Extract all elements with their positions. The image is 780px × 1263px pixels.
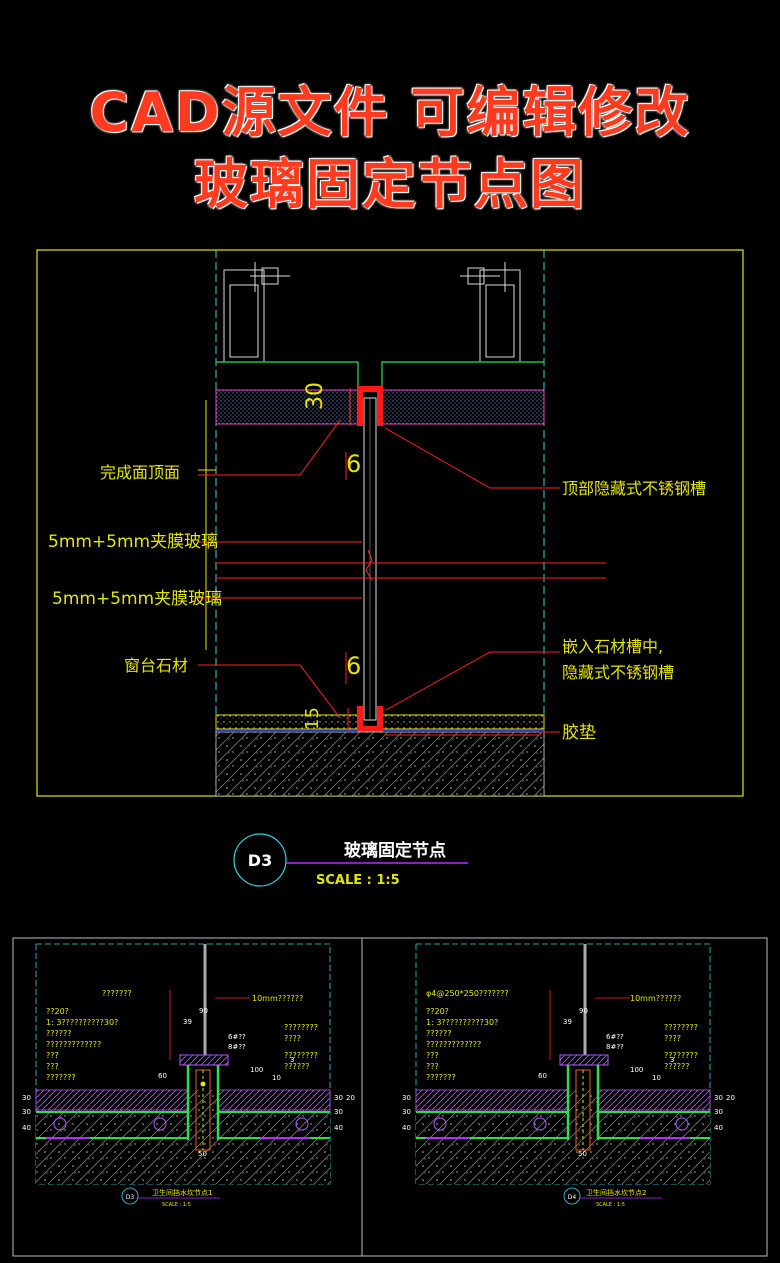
left-dim-14: 30 xyxy=(334,1108,343,1116)
right-note-5: ??? xyxy=(426,1051,439,1060)
right-dim-15: 40 xyxy=(714,1124,723,1132)
left-dim-11: 40 xyxy=(22,1124,31,1132)
right-dim-0: 90 xyxy=(579,1007,588,1015)
left-dim-7: 3 xyxy=(290,1056,294,1064)
label-rubber-pad: 胶垫 xyxy=(562,723,596,743)
right-dim-9: 30 xyxy=(402,1094,411,1102)
left-dim-12: 30 xyxy=(334,1094,343,1102)
right-dim-6: 10 xyxy=(652,1074,661,1082)
right-right-note-2: ???????? xyxy=(664,1051,698,1060)
left-dim-5: 100 xyxy=(250,1066,263,1074)
right-right-note-0: ???????? xyxy=(664,1023,698,1032)
header-title-line2: 玻璃固定节点图 xyxy=(194,153,586,216)
left-dim-1: 39 xyxy=(183,1018,192,1026)
main-title-scale: SCALE : 1:5 xyxy=(316,873,400,888)
left-note-1: ??20? xyxy=(46,1007,69,1016)
main-frame xyxy=(36,249,744,797)
label-glass-upper: 5mm+5mm夹膜玻璃 xyxy=(48,532,218,552)
right-dim-11: 40 xyxy=(402,1124,411,1132)
left-dim-15: 40 xyxy=(334,1124,343,1132)
label-embed-1: 嵌入石材槽中, xyxy=(562,637,663,656)
right-note-6: ??? xyxy=(426,1062,439,1071)
dim-30: 30 xyxy=(303,382,328,410)
right-title-name: 卫生间挡水坎节点2 xyxy=(586,1188,646,1197)
left-dim-13: 20 xyxy=(346,1094,355,1102)
left-right-note-0: ???????? xyxy=(284,1023,318,1032)
main-title-badge-text: D3 xyxy=(248,851,272,870)
bottom-frame xyxy=(12,937,768,1257)
left-right-note-3: ?????? xyxy=(284,1062,309,1071)
left-dim-2: 6#?? xyxy=(228,1033,246,1041)
left-note-6: ??? xyxy=(46,1062,59,1071)
right-dim-1: 39 xyxy=(563,1018,572,1026)
right-dim-8: 50 xyxy=(578,1150,587,1158)
bottom-channel xyxy=(357,706,383,732)
ceiling-board-right xyxy=(381,389,545,425)
main-title-name: 玻璃固定节点 xyxy=(344,840,446,861)
left-steel-bracket xyxy=(223,262,290,363)
label-sill-stone: 窗台石材 xyxy=(124,656,188,675)
left-note-3: ?????? xyxy=(46,1029,71,1038)
ceiling-board-left xyxy=(215,389,359,425)
right-note-2: 1: 3??????????30? xyxy=(426,1018,498,1027)
sill-stone-right xyxy=(381,714,545,730)
left-dim-8: 50 xyxy=(198,1150,207,1158)
left-note-5: ??? xyxy=(46,1051,59,1060)
left-note-7: ??????? xyxy=(46,1073,76,1082)
right-note-1: ??20? xyxy=(426,1007,449,1016)
dim-6-top: 6 xyxy=(346,450,361,478)
right-dim-5: 100 xyxy=(630,1066,643,1074)
left-dim-6: 10 xyxy=(272,1074,281,1082)
label-embed-2: 隐藏式不锈钢槽 xyxy=(562,663,674,682)
right-dim-4: 60 xyxy=(538,1072,547,1080)
right-dim-7: 3 xyxy=(670,1056,674,1064)
left-right-note-1: ???? xyxy=(284,1034,301,1043)
right-callout-top: 10mm?????? xyxy=(630,994,681,1003)
right-right-note-3: ?????? xyxy=(664,1062,689,1071)
right-dim-10: 30 xyxy=(402,1108,411,1116)
left-dim-0: 90 xyxy=(199,1007,208,1015)
right-dim-12: 30 xyxy=(714,1094,723,1102)
right-note-4: ????????????? xyxy=(426,1040,481,1049)
right-right-note-1: ???? xyxy=(664,1034,681,1043)
right-dim-13: 20 xyxy=(726,1094,735,1102)
right-title-badge: D4 xyxy=(568,1194,577,1201)
left-dim-3: 8#?? xyxy=(228,1043,246,1051)
top-channel xyxy=(357,386,383,426)
right-dim-2: 6#?? xyxy=(606,1033,624,1041)
label-finish-top: 完成面顶面 xyxy=(100,463,180,482)
left-title-name: 卫生间挡水坎节点1 xyxy=(152,1188,212,1197)
left-dim-10: 30 xyxy=(22,1108,31,1116)
left-dim-9: 30 xyxy=(22,1094,31,1102)
detail-left: ??????? ??20? 1: 3??????????30? ?????? ?… xyxy=(22,943,355,1208)
main-detail: 30 6 6 15 完成面顶面 5mm+5mm夹膜玻璃 5mm+5mm夹膜玻璃 … xyxy=(36,249,744,888)
left-title-scale: SCALE : 1:5 xyxy=(162,1202,191,1208)
right-note-0: φ4@250*250??????? xyxy=(426,989,509,998)
left-note-4: ????????????? xyxy=(46,1040,101,1049)
concrete-base xyxy=(215,731,545,797)
right-title-scale: SCALE : 1:5 xyxy=(596,1202,625,1208)
right-dim-3: 8#?? xyxy=(606,1043,624,1051)
dim-15: 15 xyxy=(302,707,323,730)
label-top-channel: 顶部隐藏式不锈钢槽 xyxy=(562,479,706,498)
detail-right: φ4@250*250??????? ??20? 1: 3??????????30… xyxy=(402,943,735,1208)
right-steel-bracket xyxy=(460,262,521,363)
right-note-3: ?????? xyxy=(426,1029,451,1038)
left-callout-top: 10mm?????? xyxy=(252,994,303,1003)
left-right-note-2: ???????? xyxy=(284,1051,318,1060)
sill-stone-left xyxy=(215,714,359,730)
dim-6-bottom: 6 xyxy=(346,652,361,680)
main-title-badge xyxy=(233,833,287,887)
left-note-2: 1: 3??????????30? xyxy=(46,1018,118,1027)
left-note-0: ??????? xyxy=(102,989,132,998)
left-title-badge: D3 xyxy=(126,1194,135,1201)
header-title-line1: CAD源文件 可编辑修改 xyxy=(89,81,691,144)
right-dim-14: 30 xyxy=(714,1108,723,1116)
left-dim-4: 60 xyxy=(158,1072,167,1080)
right-note-7: ??????? xyxy=(426,1073,456,1082)
label-glass-lower: 5mm+5mm夹膜玻璃 xyxy=(52,589,222,609)
